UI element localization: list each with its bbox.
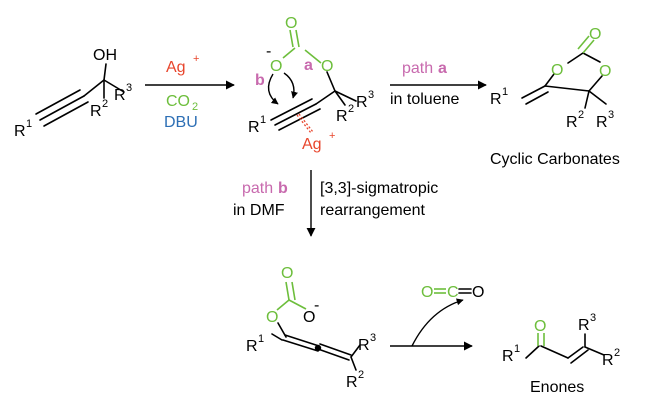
svg-text:Ag: Ag <box>302 136 322 153</box>
svg-text:CO: CO <box>166 93 190 110</box>
svg-text:+: + <box>329 130 335 142</box>
path-a-arrow: path a in toluene <box>390 60 487 108</box>
curved-arrow-b <box>267 73 279 105</box>
svg-text:O: O <box>472 284 484 301</box>
path-b-condition: in DMF <box>233 202 285 219</box>
r3-label: R 3 <box>578 312 596 334</box>
r2-label: R 2 <box>602 347 620 369</box>
svg-text:O: O <box>421 284 433 301</box>
svg-text:2: 2 <box>102 98 108 110</box>
svg-text:Ag: Ag <box>166 59 186 76</box>
allene-carbon <box>314 344 322 352</box>
r1-label: R 1 <box>248 114 266 136</box>
r2-label: R 2 <box>336 103 354 125</box>
svg-text:3: 3 <box>370 332 376 344</box>
enone-oxygen: O <box>534 318 546 335</box>
curved-arrow-a <box>283 72 298 99</box>
carbonyl-oxygen: O <box>281 265 293 282</box>
alkoxide-oxygen: O <box>270 58 282 75</box>
oxygen-charge: - <box>314 297 319 314</box>
path-b-arrow: path b in DMF [3,3]-sigmatropic rearrang… <box>233 170 438 237</box>
carbonate-oxygen: O <box>303 309 315 326</box>
r3-label: R 3 <box>114 82 132 104</box>
dbu-reagent: DBU <box>164 114 198 131</box>
svg-text:3: 3 <box>608 109 614 121</box>
path-b-label: b <box>255 72 265 89</box>
r2-label: R 2 <box>90 98 108 120</box>
r1-label: R 1 <box>14 118 32 140</box>
ring-oxygen: O <box>599 63 611 80</box>
propargylic-alcohol: OH R 1 R 2 R 3 <box>14 47 132 140</box>
svg-text:2: 2 <box>192 101 198 113</box>
r1-label: R 1 <box>246 333 264 355</box>
reagent-arrow: Ag + CO 2 DBU <box>145 53 235 131</box>
svg-text:R: R <box>14 123 26 140</box>
svg-text:R: R <box>356 94 368 111</box>
svg-text:C: C <box>447 284 459 301</box>
r3-label: R 3 <box>356 89 374 111</box>
rearrangement-line-1: [3,3]-sigmatropic <box>320 180 438 197</box>
r3-label: R 3 <box>358 332 376 354</box>
r2-label: R 2 <box>346 369 364 391</box>
svg-text:3: 3 <box>368 89 374 101</box>
svg-text:R: R <box>246 338 258 355</box>
svg-text:R: R <box>114 87 126 104</box>
svg-text:+: + <box>193 53 199 65</box>
ether-oxygen: O <box>266 309 278 326</box>
enone: O R 1 R 3 R 2 Enones <box>502 312 620 396</box>
svg-text:1: 1 <box>260 114 266 126</box>
svg-text:b: b <box>278 180 288 197</box>
decarboxylation-arrow <box>390 298 473 351</box>
svg-text:1: 1 <box>258 333 264 345</box>
svg-text:R: R <box>90 103 102 120</box>
svg-text:1: 1 <box>502 86 508 98</box>
svg-text:R: R <box>596 114 608 131</box>
ether-oxygen: O <box>321 58 333 75</box>
svg-text:R: R <box>490 91 502 108</box>
silver-coordination: Ag + <box>296 113 335 153</box>
svg-text:R: R <box>248 119 260 136</box>
co2-reagent: CO 2 <box>166 93 198 113</box>
svg-text:2: 2 <box>348 103 354 115</box>
r1-label: R 1 <box>502 343 520 365</box>
carbonyl-oxygen: O <box>589 26 601 43</box>
rearrangement-line-2: rearrangement <box>320 202 426 219</box>
svg-text:path: path <box>402 60 433 77</box>
svg-text:path: path <box>242 180 273 197</box>
enones-label: Enones <box>530 379 584 396</box>
svg-text:a: a <box>438 60 447 77</box>
r2-label: R 2 <box>566 109 584 131</box>
cyclic-carbonate: O O O R 1 R 2 R 3 Cyclic Carbonates <box>490 26 620 168</box>
svg-text:1: 1 <box>26 118 32 130</box>
svg-text:1: 1 <box>514 343 520 355</box>
svg-text:R: R <box>336 108 348 125</box>
svg-text:R: R <box>578 317 590 334</box>
ring-oxygen: O <box>551 62 563 79</box>
svg-text:3: 3 <box>126 82 132 94</box>
allenyl-carbonate: O O O - R 1 R 2 R 3 <box>246 265 376 391</box>
carbon-dioxide: O C O <box>421 284 484 301</box>
svg-text:2: 2 <box>578 109 584 121</box>
svg-text:2: 2 <box>358 369 364 381</box>
svg-text:3: 3 <box>590 312 596 324</box>
svg-text:R: R <box>502 348 514 365</box>
svg-text:R: R <box>602 352 614 369</box>
cyclic-carbonates-label: Cyclic Carbonates <box>490 151 620 168</box>
path-a-condition: in toluene <box>390 91 459 108</box>
path-a-label: a <box>304 57 313 74</box>
co2-release-arrow <box>411 298 464 347</box>
svg-text:R: R <box>346 374 358 391</box>
r1-label: R 1 <box>490 86 508 108</box>
silver-reagent: Ag + <box>166 53 199 76</box>
oxygen-charge: - <box>266 43 271 60</box>
svg-text:R: R <box>358 337 370 354</box>
svg-text:R: R <box>566 114 578 131</box>
carbonyl-oxygen: O <box>285 15 297 32</box>
carbonate-intermediate: O O - O b a Ag + R 1 R 2 R 3 <box>248 15 374 153</box>
r3-label: R 3 <box>596 109 614 131</box>
svg-text:2: 2 <box>614 347 620 359</box>
oh-label: OH <box>93 47 117 64</box>
